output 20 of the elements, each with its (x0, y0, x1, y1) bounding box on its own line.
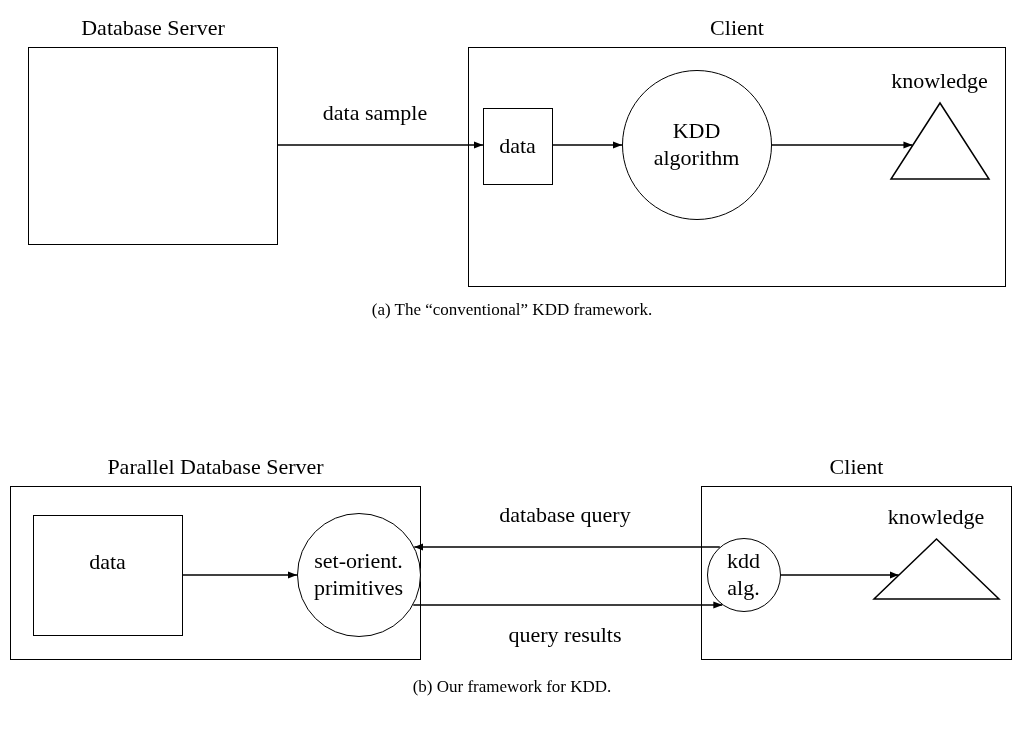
arrow (771, 141, 914, 149)
node-label: KDD algorithm (653, 118, 740, 171)
heading: knowledge (891, 68, 988, 94)
heading: Parallel Database Server (107, 453, 324, 479)
arrow (182, 571, 298, 579)
heading: Client (710, 14, 764, 40)
caption: (b) Our framework for KDD. (412, 677, 612, 697)
node-label: set-orient. primitives (313, 548, 404, 601)
data-box (32, 514, 183, 636)
heading: Database Server (81, 14, 225, 40)
node-label: kdd alg. (727, 548, 760, 601)
data-box (482, 107, 553, 185)
node-label: data (499, 133, 536, 159)
arrow (412, 601, 724, 609)
heading: Client (829, 453, 884, 479)
heading: knowledge (887, 504, 985, 530)
node-label: data (89, 548, 126, 574)
arrow (277, 141, 484, 149)
caption: (a) The “conventional” KDD framework. (371, 300, 653, 320)
arrow (552, 141, 623, 149)
